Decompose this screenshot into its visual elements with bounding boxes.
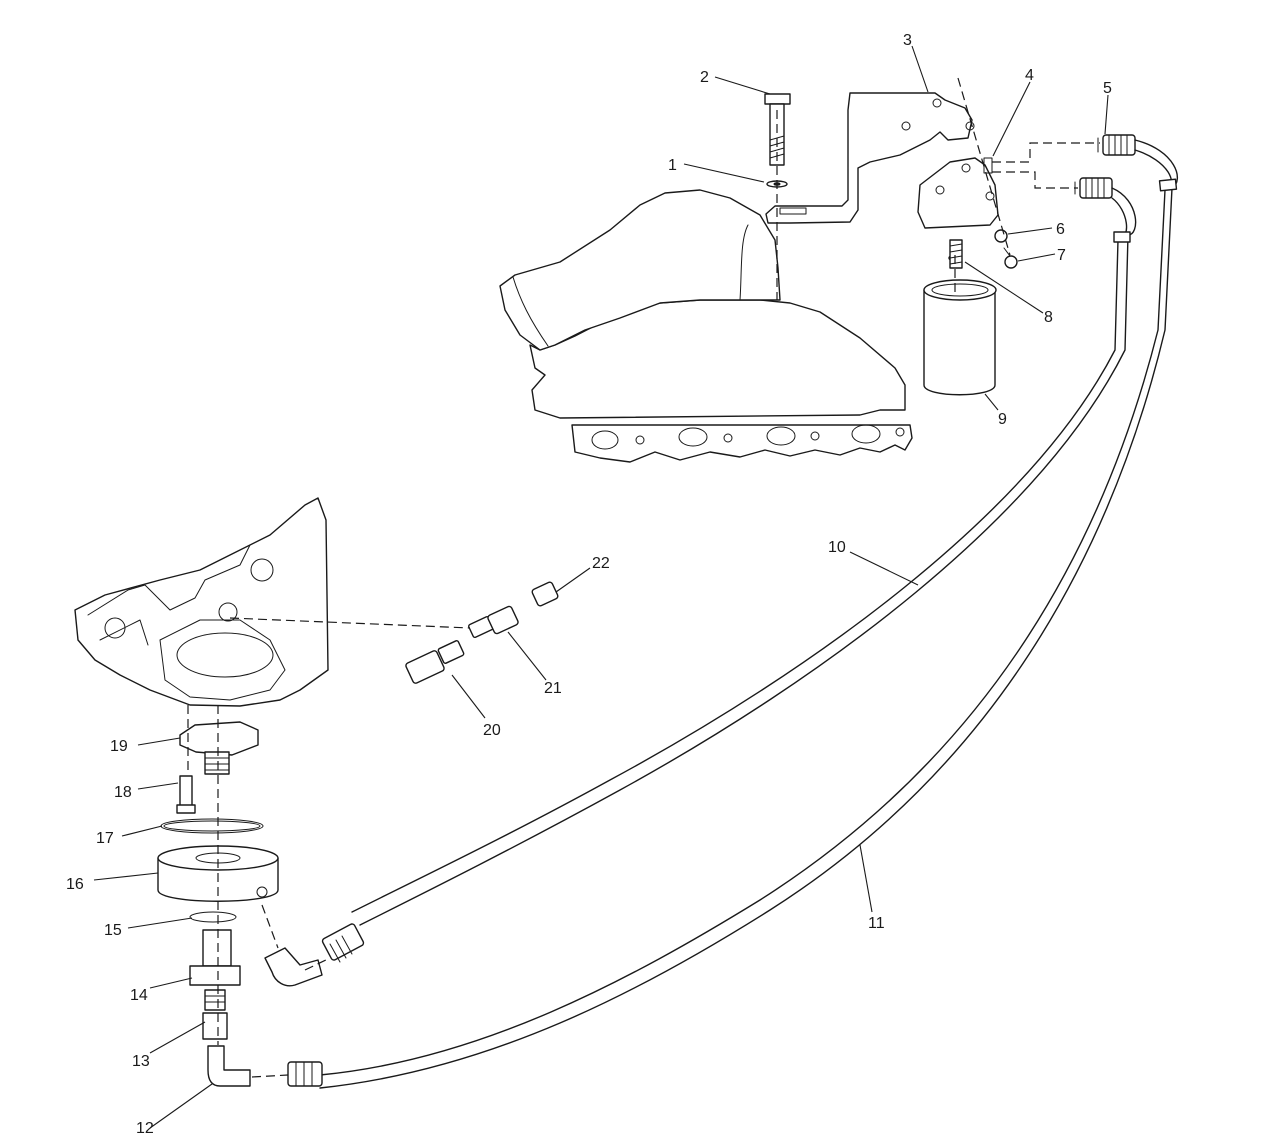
callout-2: 2 <box>700 69 709 86</box>
callout-7: 7 <box>1057 247 1066 264</box>
remote-filter-stack <box>157 721 323 1087</box>
callout-labels: 1 2 3 4 5 6 7 8 9 10 11 12 13 14 15 16 1… <box>66 32 1112 1137</box>
callout-14: 14 <box>130 987 148 1004</box>
exhaust-manifold <box>499 189 913 463</box>
callout-4: 4 <box>1025 67 1034 84</box>
callout-19: 19 <box>110 738 128 755</box>
oil-pressure-sender <box>405 581 559 684</box>
callout-5: 5 <box>1103 80 1112 97</box>
callout-6: 6 <box>1056 221 1065 238</box>
callout-22: 22 <box>592 555 610 572</box>
callout-12: 12 <box>136 1120 154 1137</box>
engine-block-section <box>74 497 329 707</box>
alignment-dashes <box>187 77 1100 1078</box>
callout-16: 16 <box>66 876 84 893</box>
washer-and-screw <box>994 229 1018 269</box>
callout-21: 21 <box>544 680 562 697</box>
callout-1: 1 <box>668 157 677 174</box>
leader-lines <box>93 45 1109 1129</box>
callout-15: 15 <box>104 922 122 939</box>
callout-18: 18 <box>114 784 132 801</box>
mounting-bracket <box>765 92 975 224</box>
oil-cooler-hoses <box>287 139 1178 1089</box>
callout-11: 11 <box>868 915 885 932</box>
oil-filter <box>923 239 997 396</box>
callout-20: 20 <box>483 722 501 739</box>
hose-fittings-upper <box>1074 134 1136 199</box>
callout-10: 10 <box>828 539 846 556</box>
callout-17: 17 <box>96 830 114 847</box>
callout-9: 9 <box>998 411 1007 428</box>
callout-13: 13 <box>132 1053 150 1070</box>
filter-adapter-head <box>917 157 999 229</box>
callout-3: 3 <box>903 32 912 49</box>
callout-8: 8 <box>1044 309 1053 326</box>
